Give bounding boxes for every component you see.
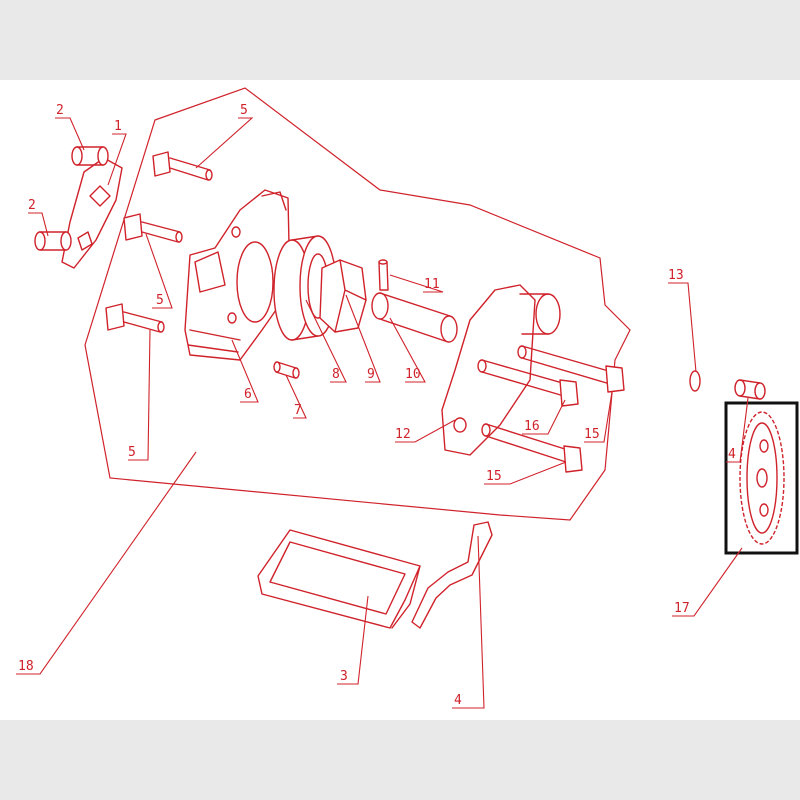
part-pump-shaft: [371, 292, 458, 343]
part-dowel-sleeve-lower: [34, 231, 72, 251]
part-drive-pin: [378, 259, 389, 291]
callout-5-middle: 5: [156, 293, 164, 308]
callout-15-lower: 15: [486, 469, 502, 484]
part-bolt-top: [152, 151, 213, 181]
assembly-boundary-outline: [84, 87, 631, 521]
callout-7: 7: [294, 403, 302, 418]
part-bolt-bottom: [105, 303, 165, 333]
callout-2-upper: 2: [56, 103, 64, 118]
callout-12: 12: [395, 427, 411, 442]
callout-17: 17: [674, 601, 690, 616]
part-small-pin: [273, 361, 300, 379]
callout-13: 13: [668, 268, 684, 283]
part-long-bolt-middle: [477, 359, 579, 407]
part-bracket: [411, 521, 493, 629]
part-pump-cover: [441, 284, 561, 456]
callout-4-bracket: 4: [454, 693, 462, 708]
callout-9: 9: [367, 367, 375, 382]
callout-3: 3: [340, 669, 348, 684]
callout-2-lower: 2: [28, 198, 36, 213]
highlight-frame: [724, 401, 799, 555]
part-gear-sleeve: [734, 379, 766, 400]
callout-4-gear: 4: [728, 447, 736, 462]
part-inner-rotor: [319, 259, 367, 333]
part-long-bolt-upper: [517, 345, 625, 393]
callout-15-upper: 15: [584, 427, 600, 442]
callout-labels: 1 2 2 5 5 5 6 7 8 9 10 11 12 13 4 15 16 …: [18, 103, 736, 708]
callout-5-bottom: 5: [128, 445, 136, 460]
callout-8: 8: [332, 367, 340, 382]
callout-6: 6: [244, 387, 252, 402]
part-oil-strainer: [257, 529, 421, 629]
drawing-canvas: [0, 80, 800, 720]
callout-1: 1: [114, 119, 122, 134]
part-dowel-sleeve-upper: [71, 146, 109, 166]
part-bolt-middle: [123, 213, 183, 243]
part-drive-gear: [739, 411, 785, 545]
part-washer: [689, 370, 701, 392]
callout-18: 18: [18, 659, 34, 674]
callout-11: 11: [424, 277, 440, 292]
callout-5-top: 5: [240, 103, 248, 118]
leader-lines: [16, 117, 749, 709]
callout-16: 16: [524, 419, 540, 434]
part-long-bolt-lower: [481, 423, 583, 473]
callout-10: 10: [405, 367, 421, 382]
